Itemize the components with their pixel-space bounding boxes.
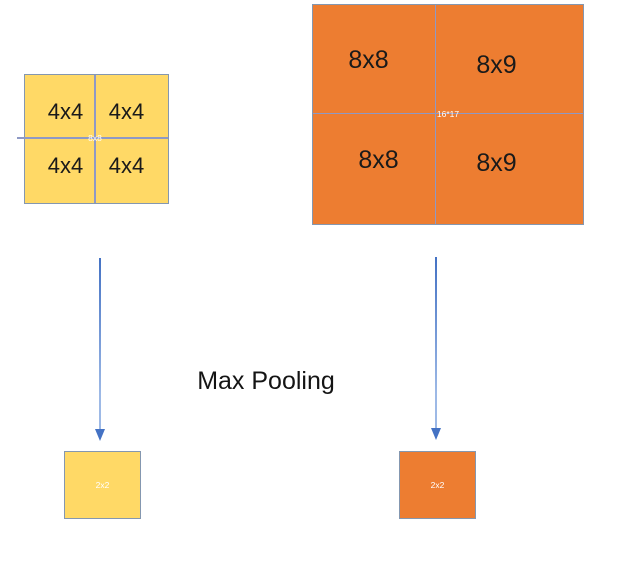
grid-divider-horizontal — [313, 112, 583, 114]
result-size-label: 2x2 — [95, 480, 110, 490]
arrow-shaft — [99, 258, 101, 429]
arrow-head-icon — [431, 428, 441, 440]
output-matrix-gold: 2x2 — [64, 451, 141, 519]
matrix-cell: 4x4 — [25, 138, 94, 202]
matrix-cell-label: 8x8 — [358, 145, 399, 174]
matrix-cell: 8x9 — [435, 5, 582, 112]
matrix-cell-label: 4x4 — [108, 99, 145, 124]
matrix-cell-label: 8x8 — [348, 46, 389, 74]
input-matrix-gold: 4x4 4x4 4x4 4x4 8x8 — [17, 74, 169, 204]
max-pooling-caption: Max Pooling — [197, 367, 335, 395]
matrix-cell: 4x4 — [95, 138, 168, 202]
matrix-cell: 4x4 — [25, 75, 94, 137]
result-size-label: 2x2 — [430, 480, 445, 490]
grid-divider-horizontal — [17, 137, 168, 139]
grid-divider-vertical — [94, 75, 96, 203]
matrix-size-label: 16*17 — [436, 109, 460, 119]
matrix-cell: 8x9 — [435, 113, 582, 223]
matrix-cell-label: 4x4 — [47, 153, 84, 178]
matrix-cell: 8x8 — [313, 113, 434, 223]
matrix-cell: 8x8 — [313, 5, 434, 112]
matrix-cell: 4x4 — [95, 75, 168, 137]
matrix-cell-label: 8x9 — [476, 148, 517, 177]
matrix-cell-label: 8x9 — [476, 51, 517, 79]
output-matrix-orange: 2x2 — [399, 451, 476, 519]
arrow-shaft — [435, 257, 437, 428]
matrix-cell-label: 4x4 — [108, 153, 145, 178]
grid-divider-vertical — [434, 5, 436, 224]
arrow-head-icon — [95, 429, 105, 441]
matrix-size-label: 8x8 — [88, 133, 102, 143]
input-matrix-orange: 8x8 8x9 8x8 8x9 16*17 — [312, 4, 584, 225]
matrix-cell-label: 4x4 — [47, 99, 84, 124]
